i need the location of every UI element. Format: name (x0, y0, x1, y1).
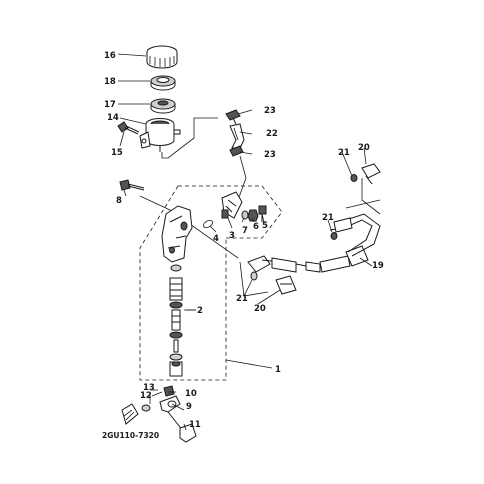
reservoir-hose (229, 123, 245, 149)
reservoir-screw (117, 121, 140, 135)
piston-kit (169, 264, 183, 377)
callout-20-lower: 20 (254, 304, 266, 314)
bolt-leader-line (139, 195, 239, 259)
joint-washer (241, 210, 249, 220)
hose-clamp-lower (229, 145, 244, 157)
callout-6: 6 (253, 222, 259, 232)
reservoir-hose-line (161, 117, 218, 159)
callout-21-middle: 21 (322, 213, 334, 223)
lock-nut (163, 385, 175, 397)
callout-16: 16 (104, 51, 116, 61)
callout-18: 18 (104, 77, 116, 87)
callout-12: 12 (140, 391, 152, 401)
cotter-pin-plate (121, 403, 139, 425)
callout-19: 19 (372, 261, 384, 271)
callout-21-upper: 21 (338, 148, 350, 158)
hose-clamp-upper (225, 109, 241, 125)
callout-13: 13 (143, 383, 155, 393)
hose-gasket-middle (330, 232, 338, 240)
o-ring (203, 219, 213, 229)
hose-gasket-upper (350, 174, 358, 182)
callout-11: 11 (189, 420, 201, 430)
union-bolt-upper (361, 163, 381, 185)
leader-line-1 (225, 359, 273, 369)
callout-17: 17 (104, 100, 116, 110)
callout-8: 8 (116, 196, 122, 206)
clevis (159, 395, 185, 433)
reservoir (139, 118, 181, 152)
callout-21-lower: 21 (236, 294, 248, 304)
hose-gasket-lower (250, 271, 258, 281)
clevis-pin (179, 423, 197, 443)
callout-3: 3 (229, 231, 235, 241)
joint-nut (247, 209, 259, 222)
callout-7: 7 (242, 226, 248, 236)
hose-joint (221, 191, 243, 219)
callout-5: 5 (262, 221, 268, 231)
callout-1: 1 (275, 365, 281, 375)
callout-15: 15 (111, 148, 123, 158)
diaphragm (150, 98, 176, 114)
callout-22: 22 (266, 129, 278, 139)
reservoir-cap (146, 45, 178, 69)
assembly-outline (139, 185, 283, 381)
callout-23-lower: 23 (264, 150, 276, 160)
callout-leaders (117, 53, 373, 431)
callout-10: 10 (185, 389, 197, 399)
brake-hose (247, 213, 381, 273)
push-rod-washer (141, 404, 151, 412)
joint-screw (258, 205, 267, 222)
hose-leader-lines (345, 178, 381, 215)
callout-14: 14 (107, 113, 119, 123)
callout-20-upper: 20 (358, 143, 370, 153)
union-bolt-lower (275, 275, 297, 295)
hose-line-to-cylinder (237, 155, 247, 201)
master-cylinder-body (161, 205, 193, 263)
callout-23-upper: 23 (264, 106, 276, 116)
diagram-code: 2GU110-7320 (102, 431, 159, 440)
mounting-bolt (119, 179, 145, 191)
callout-9: 9 (186, 402, 192, 412)
callout-4: 4 (213, 234, 219, 244)
callout-2: 2 (197, 306, 203, 316)
diaphragm-plate (150, 75, 176, 91)
